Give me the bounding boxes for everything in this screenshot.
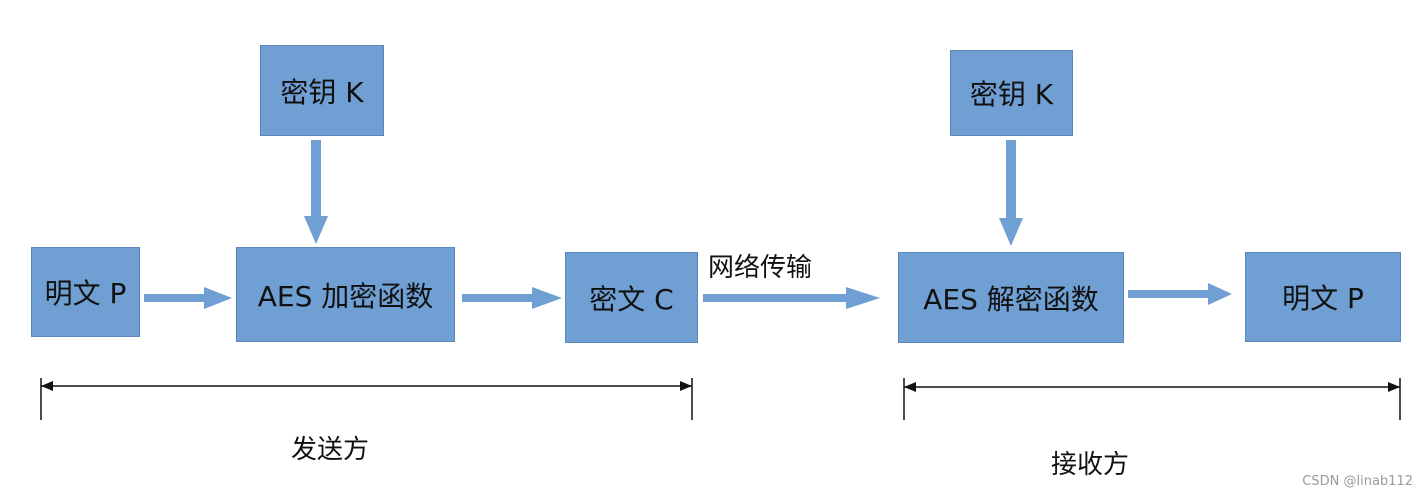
sender-plaintext-box: 明文 P (31, 247, 140, 337)
watermark-text: CSDN @linab112 (1302, 474, 1413, 489)
sender-key-box: 密钥 K (260, 45, 384, 136)
encrypt-function-box: AES 加密函数 (236, 247, 455, 342)
arrow-decrypt-to-plaintext (1128, 283, 1232, 305)
arrow-sender-key-to-encrypt (304, 140, 328, 244)
receiver-label: 接收方 (1051, 450, 1130, 480)
receiver-plaintext-box: 明文 P (1245, 252, 1401, 342)
ciphertext-box: 密文 C (565, 252, 698, 343)
network-transmission-label: 网络传输 (708, 253, 813, 283)
sender-label: 发送方 (291, 435, 370, 465)
arrow-encrypt-to-ciphertext (462, 287, 562, 309)
decrypt-function-box: AES 解密函数 (898, 252, 1124, 343)
arrow-network-transmission (703, 287, 880, 309)
receiver-key-box: 密钥 K (950, 50, 1073, 136)
receiver-bracket (903, 378, 1401, 420)
arrow-plaintext-to-encrypt (144, 287, 232, 309)
sender-bracket (40, 378, 693, 420)
arrow-receiver-key-to-decrypt (999, 140, 1023, 246)
